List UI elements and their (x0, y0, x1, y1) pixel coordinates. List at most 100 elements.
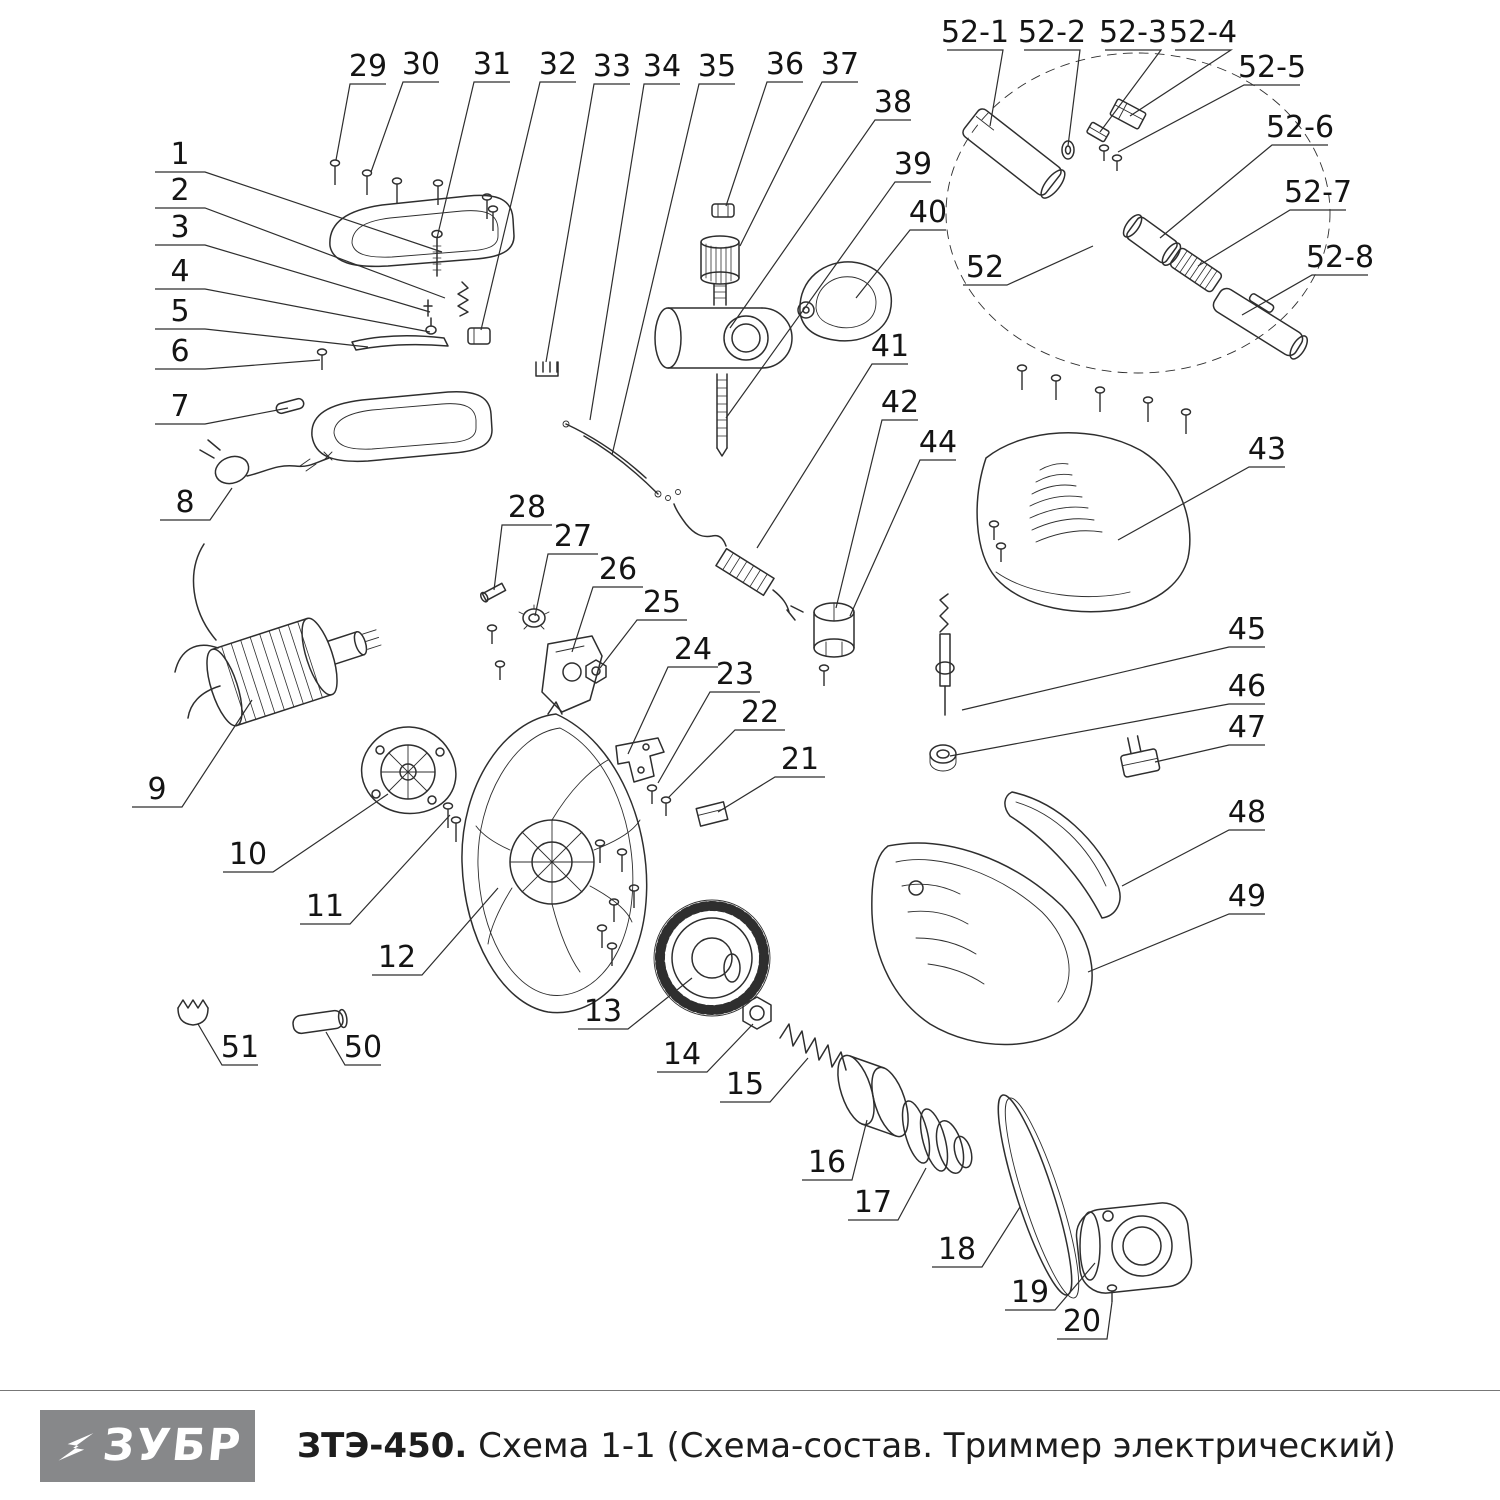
callout-37: 37 (739, 47, 859, 247)
callout-label-8: 8 (175, 485, 194, 520)
callout-30: 30 (370, 47, 440, 173)
callout-45: 45 (961, 612, 1266, 711)
callout-18: 18 (932, 1206, 1021, 1268)
fan-shroud-drawing (461, 701, 648, 1014)
motor-drawing (206, 617, 382, 727)
handle-bracket-lower-drawing (311, 390, 493, 463)
callout-label-27: 27 (554, 519, 592, 554)
connector-drawing (1120, 735, 1161, 778)
hex-nut-drawing (742, 996, 772, 1030)
callout-label-3: 3 (170, 210, 189, 245)
callout-label-52-4: 52-4 (1169, 15, 1237, 50)
callout-52-2: 52-2 (1018, 15, 1086, 147)
callout-4: 4 (155, 254, 431, 333)
callout-label-7: 7 (170, 389, 189, 424)
callout-29: 29 (335, 49, 387, 161)
callout-label-6: 6 (170, 334, 189, 369)
callout-8: 8 (160, 485, 233, 521)
callout-label-52: 52 (966, 250, 1004, 285)
handle-bracket-upper-drawing (329, 194, 515, 268)
callout-41: 41 (756, 329, 909, 549)
callout-23: 23 (657, 657, 760, 784)
callout-label-45: 45 (1228, 612, 1266, 647)
callout-label-26: 26 (599, 552, 637, 587)
callout-label-5: 5 (170, 294, 189, 329)
tube-upper-drawing (962, 108, 1066, 199)
callout-44: 44 (849, 425, 957, 617)
callout-13: 13 (578, 977, 693, 1030)
spindle-drawing (935, 593, 955, 716)
callout-25: 25 (599, 585, 687, 669)
callout-label-11: 11 (306, 889, 344, 924)
callout-32: 32 (480, 47, 577, 331)
callout-label-37: 37 (821, 47, 859, 82)
guard-lower-drawing (871, 842, 1093, 1046)
callout-40: 40 (855, 195, 947, 299)
callout-label-14: 14 (663, 1037, 701, 1072)
callout-10: 10 (223, 793, 389, 873)
part-drawings (174, 52, 1331, 1299)
callout-label-52-8: 52-8 (1306, 240, 1374, 275)
pulley-drawing (901, 1100, 973, 1175)
callout-52-6: 52-6 (1159, 110, 1334, 239)
callout-label-9: 9 (147, 772, 166, 807)
callout-6: 6 (155, 334, 321, 370)
callout-label-22: 22 (741, 695, 779, 730)
callout-label-20: 20 (1063, 1304, 1101, 1339)
callout-label-31: 31 (473, 47, 511, 82)
callout-52-3: 52-3 (1099, 15, 1167, 133)
callout-label-32: 32 (539, 47, 577, 82)
callout-46: 46 (949, 669, 1266, 757)
callout-26: 26 (571, 552, 643, 653)
callout-28: 28 (493, 490, 552, 591)
callout-label-17: 17 (854, 1185, 892, 1220)
logo-text: ЗУБР (100, 1420, 245, 1471)
callout-9: 9 (132, 699, 253, 808)
callout-15: 15 (720, 1057, 809, 1103)
callout-label-47: 47 (1228, 710, 1266, 745)
callout-label-34: 34 (643, 49, 681, 84)
callout-label-18: 18 (938, 1232, 976, 1267)
callout-24: 24 (627, 632, 718, 755)
washer-drawing (1061, 140, 1075, 160)
callout-47: 47 (1154, 710, 1266, 763)
callout-label-41: 41 (871, 329, 909, 364)
document-title: ЗТЭ-450. Схема 1-1 (Схема-состав. Тримме… (297, 1426, 1396, 1466)
callout-label-23: 23 (716, 657, 754, 692)
callout-3: 3 (155, 210, 431, 313)
callout-label-15: 15 (726, 1067, 764, 1102)
callout-22: 22 (667, 695, 785, 799)
callout-label-29: 29 (349, 49, 387, 84)
switch-parts-drawing (275, 281, 559, 415)
callout-42: 42 (835, 385, 919, 609)
tube-assembly-drawing (945, 52, 1331, 374)
callout-label-13: 13 (584, 994, 622, 1029)
callout-52-5: 52-5 (1117, 50, 1306, 153)
callout-19: 19 (1005, 1262, 1096, 1311)
ring-drawing (837, 1054, 909, 1138)
callout-label-12: 12 (378, 940, 416, 975)
callout-label-50: 50 (344, 1030, 382, 1065)
callout-label-24: 24 (674, 632, 712, 667)
power-plug-drawing (199, 439, 333, 485)
callout-33: 33 (545, 49, 631, 363)
callout-51: 51 (197, 1023, 259, 1066)
callout-label-33: 33 (593, 49, 631, 84)
clip-drawing (1086, 121, 1110, 143)
callout-label-10: 10 (229, 837, 267, 872)
callout-49: 49 (1087, 879, 1266, 973)
callout-52: 52 (963, 245, 1094, 286)
callout-38: 38 (729, 85, 912, 329)
callout-label-48: 48 (1228, 795, 1266, 830)
zubr-logo: ЗУБР (40, 1409, 255, 1482)
blade-drawing (1004, 791, 1121, 919)
callout-48: 48 (1121, 795, 1266, 887)
callout-label-36: 36 (766, 47, 804, 82)
tube-lower-drawing (1212, 287, 1309, 360)
callout-label-39: 39 (894, 147, 932, 182)
callout-label-19: 19 (1011, 1275, 1049, 1310)
small-parts-drawing (177, 999, 348, 1035)
callout-label-49: 49 (1228, 879, 1266, 914)
callout-5: 5 (155, 294, 369, 348)
